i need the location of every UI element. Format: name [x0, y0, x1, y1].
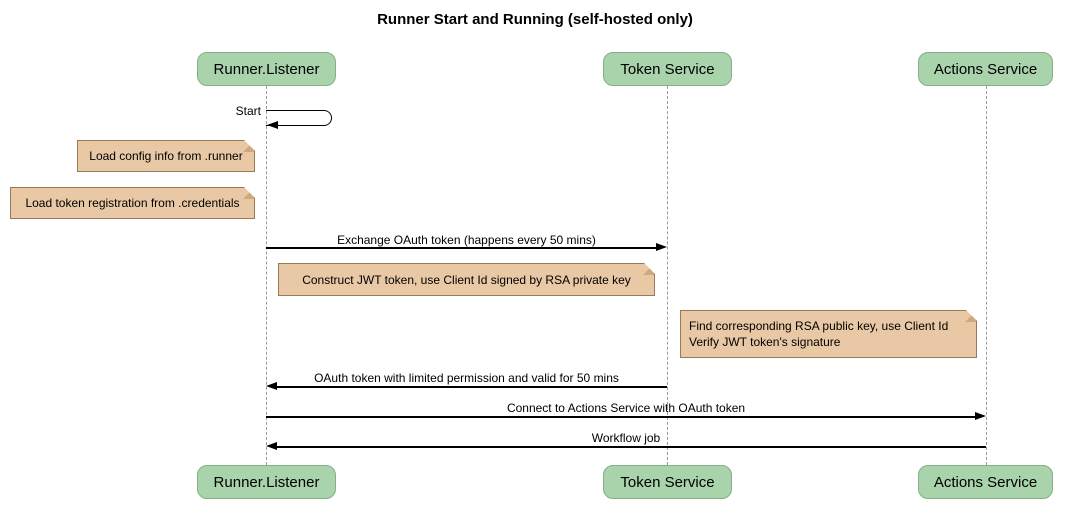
arrowhead-right-icon — [975, 412, 986, 420]
participant-actions-service-top: Actions Service — [918, 52, 1053, 86]
note-verify-jwt: Find corresponding RSA public key, use C… — [680, 310, 977, 358]
message-connect-actions-label: Connect to Actions Service with OAuth to… — [506, 401, 746, 415]
participant-token-service-bottom: Token Service — [603, 465, 732, 499]
message-oauth-return-line — [276, 386, 667, 388]
participant-runner-listener-bottom: Runner.Listener — [197, 465, 336, 499]
lifeline-runner-listener — [266, 86, 267, 465]
arrowhead-left-icon — [266, 442, 277, 450]
participant-runner-listener-top: Runner.Listener — [197, 52, 336, 86]
lifeline-token-service — [667, 86, 668, 465]
note-construct-jwt: Construct JWT token, use Client Id signe… — [278, 263, 655, 296]
message-exchange-oauth-label: Exchange OAuth token (happens every 50 m… — [337, 233, 596, 247]
note-load-token-registration: Load token registration from .credential… — [10, 187, 255, 219]
message-start-label: Start — [235, 104, 261, 118]
participant-token-service-top: Token Service — [603, 52, 732, 86]
arrowhead-right-icon — [656, 243, 667, 251]
diagram-title: Runner Start and Running (self-hosted on… — [377, 11, 693, 28]
note-load-config: Load config info from .runner — [77, 140, 255, 172]
participant-actions-service-bottom: Actions Service — [918, 465, 1053, 499]
arrowhead-left-icon — [267, 121, 278, 129]
message-start-loop-line — [266, 110, 332, 126]
lifeline-actions-service — [986, 86, 987, 465]
message-oauth-return-label: OAuth token with limited permission and … — [314, 371, 619, 385]
arrowhead-left-icon — [266, 382, 277, 390]
message-connect-actions-line — [266, 416, 976, 418]
message-workflow-job-line — [276, 446, 986, 448]
message-exchange-oauth-line — [266, 247, 657, 249]
message-workflow-job-label: Workflow job — [591, 431, 661, 445]
